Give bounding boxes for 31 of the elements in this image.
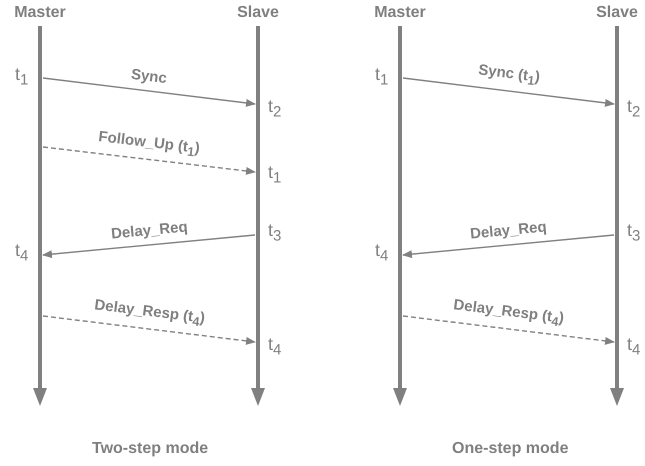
lifeline-title: Master [13, 4, 67, 22]
arrow [402, 234, 614, 258]
timestamp-label: t$_{4}$ [375, 240, 388, 265]
lifeline-title: Slave [236, 4, 280, 22]
timestamp-label: t$_{4}$ [268, 334, 282, 359]
message-label: Sync [130, 66, 168, 88]
message-label: Sync (t$_{1}$) [476, 61, 540, 89]
arrow [42, 234, 256, 258]
caption: Two-step mode [92, 440, 208, 458]
dashed-arrow [402, 315, 615, 345]
message-label: Delay_Req [110, 218, 188, 243]
arrow [42, 77, 256, 107]
timestamp-label: t$_{4}$ [627, 334, 640, 359]
timestamp-label: t$_{3}$ [627, 220, 640, 245]
message-label: Follow_Up (t$_{1}$) [97, 128, 201, 160]
lifeline-title: Master [373, 4, 427, 22]
timestamp-label: t$_{3}$ [268, 220, 282, 245]
dashed-arrow [42, 315, 256, 345]
message-label: Delay_Req [469, 218, 548, 243]
timestamp-label: t$_{2}$ [268, 96, 282, 121]
timestamp-label: t$_{1}$ [375, 64, 388, 89]
timestamp-label: t$_{2}$ [627, 96, 640, 121]
timestamp-label: t$_{1}$ [15, 64, 28, 89]
arrow [402, 77, 615, 107]
timestamp-label: t$_{4}$ [15, 240, 28, 265]
message-label: Delay_Resp (t$_{4}$) [452, 296, 565, 330]
caption: One-step mode [452, 440, 568, 458]
message-label: Delay_Resp (t$_{4}$) [92, 296, 206, 330]
lifeline-title: Slave [595, 4, 639, 22]
timestamp-label: t$_{1}$ [268, 162, 282, 187]
dashed-arrow [42, 146, 256, 175]
